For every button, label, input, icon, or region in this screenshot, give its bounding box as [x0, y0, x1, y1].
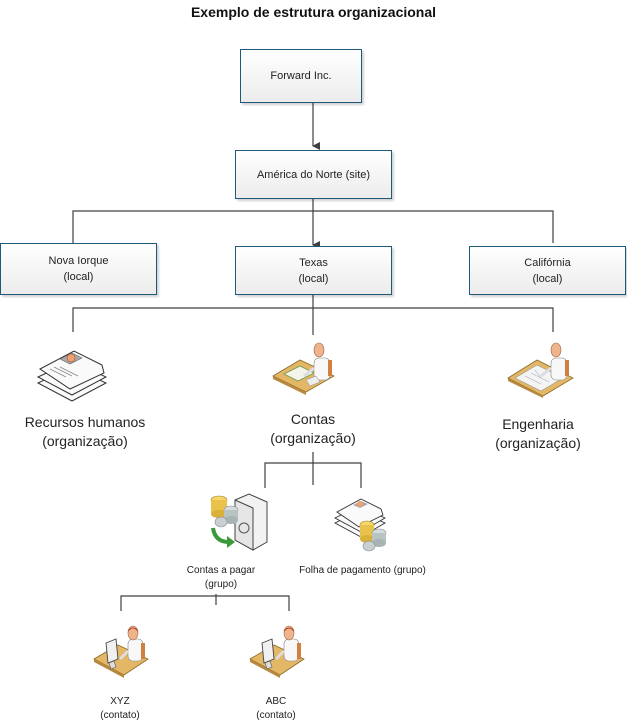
- diagram-title: Exemplo de estrutura organizacional: [190, 4, 437, 20]
- group-label-folha-de-pagamento: Folha de pagamento (grupo): [285, 564, 440, 578]
- person-at-computer-icon: [93, 625, 149, 678]
- connector-contact-branches: [120, 595, 290, 611]
- company-label: Forward Inc.: [270, 70, 332, 82]
- location-type: (local): [298, 272, 329, 285]
- contact-label-xyz: XYZ (contato): [80, 695, 160, 723]
- contact-type: (contato): [256, 710, 296, 721]
- company-box[interactable]: Forward Inc.: [240, 49, 362, 103]
- connector-site-branches: [72, 210, 554, 243]
- engineer-at-desk-icon: [507, 342, 574, 398]
- contact-name: XYZ: [110, 696, 130, 707]
- org-label-engenharia: Engenharia (organização): [453, 415, 623, 453]
- person-at-computer-icon: [249, 625, 305, 678]
- org-name: Contas: [290, 411, 336, 427]
- org-name: Recursos humanos: [24, 414, 146, 430]
- contact-name: ABC: [265, 696, 287, 707]
- org-label-recursos-humanos: Recursos humanos (organização): [0, 413, 170, 451]
- safe-coins-icon: [210, 493, 268, 551]
- org-type: (organização): [270, 430, 356, 446]
- site-label: América do Norte (site): [256, 168, 371, 181]
- location-type: (local): [532, 272, 563, 285]
- group-name: Folha de pagamento (grupo): [299, 565, 426, 576]
- location-name: Califórnia: [524, 256, 571, 269]
- location-name: Texas: [299, 256, 328, 269]
- documents-coins-icon: [334, 498, 387, 552]
- documents-icon: [36, 350, 108, 402]
- org-type: (organização): [495, 435, 581, 451]
- group-name: Contas a pagar: [186, 565, 256, 576]
- org-type: (organização): [42, 433, 128, 449]
- connector-group-branches: [264, 462, 362, 488]
- location-box-texas[interactable]: Texas (local): [235, 246, 392, 295]
- location-box-california[interactable]: Califórnia (local): [469, 246, 626, 295]
- org-label-contas: Contas (organização): [228, 410, 398, 448]
- group-type: (grupo): [204, 579, 238, 590]
- location-type: (local): [63, 271, 94, 283]
- group-label-contas-a-pagar: Contas a pagar (grupo): [176, 564, 266, 592]
- contact-label-abc: ABC (contato): [236, 695, 316, 723]
- location-name: Nova Iorque: [48, 255, 109, 267]
- contact-type: (contato): [100, 710, 140, 721]
- person-at-desk-icon: [272, 342, 335, 395]
- connector-org-branches: [72, 307, 554, 332]
- location-box-nova-iorque[interactable]: Nova Iorque (local): [0, 243, 157, 295]
- org-name: Engenharia: [502, 416, 574, 432]
- site-box[interactable]: América do Norte (site): [235, 150, 392, 199]
